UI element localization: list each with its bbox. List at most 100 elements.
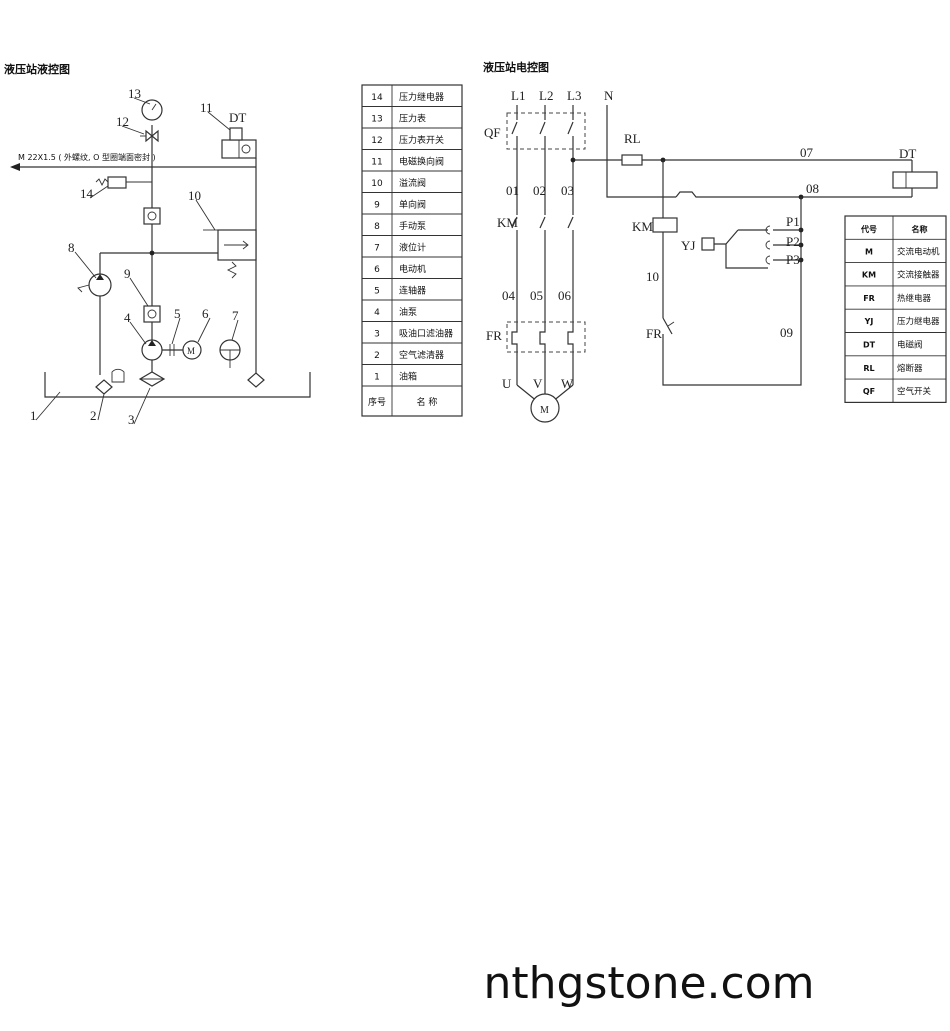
legend-row-name: 电磁阀 [897, 340, 923, 351]
svg-text:M: M [187, 346, 195, 356]
parts-row-name: 溢流阀 [399, 177, 426, 189]
legend-row-code: DT [863, 341, 876, 350]
parts-row-no: 4 [374, 308, 380, 318]
callout-6: 6 [202, 306, 209, 321]
parts-row-name: 电动机 [399, 263, 426, 275]
callout-1: 1 [30, 408, 37, 423]
terminal-u: U [502, 376, 512, 391]
contact-p1: P1 [786, 214, 800, 229]
pressure-contacts-icon [765, 225, 771, 265]
hydraulic-diagram: 液压站液控图 M 22X1.5 ( 外螺纹, O 型圈端面密封 ) DT [4, 62, 311, 427]
wire-04: 04 [502, 288, 516, 303]
qf-breaker-box [506, 112, 586, 150]
pressure-relay-icon [107, 176, 127, 189]
electrical-diagram: 液压站电控图 L1 L2 L3 N [483, 60, 938, 423]
parts-table-frame [361, 84, 463, 417]
legend-row-name: 熔断器 [897, 363, 923, 374]
parts-row-name: 吸油口滤油器 [399, 328, 453, 340]
callout-3: 3 [128, 412, 135, 427]
wire-10: 10 [646, 269, 659, 284]
legend-row-name: 热继电器 [897, 293, 932, 304]
callout-12: 12 [116, 114, 129, 129]
legend-row-code: QF [863, 387, 875, 396]
callout-11: 11 [200, 100, 213, 115]
callout-9: 9 [124, 266, 131, 281]
wire-01: 01 [506, 183, 519, 198]
legend-row-name: 压力继电器 [897, 316, 940, 327]
wire-03: 03 [561, 183, 574, 198]
parts-row-no: 5 [374, 287, 380, 297]
pressure-relay-yj-icon [701, 237, 715, 251]
legend-row-name: 交流电动机 [897, 246, 940, 257]
solenoid-dt-label: DT [229, 110, 246, 125]
fuse-rl-label: RL [624, 131, 641, 146]
watermark-text: nthgstone.com [483, 958, 815, 1009]
callout-4: 4 [124, 310, 131, 325]
callout-labels: 13 12 11 14 10 8 9 4 5 6 7 1 2 3 [30, 86, 239, 427]
legend-row-code: RL [863, 364, 874, 373]
wire-09: 09 [780, 325, 793, 340]
legend-row-code: KM [862, 271, 876, 280]
parts-footer-name: 名 称 [417, 396, 438, 408]
watermark-website: nthgstone.com [0, 958, 950, 1009]
terminal-v: V [533, 376, 543, 391]
fuse-rl-icon [621, 154, 643, 166]
callout-13: 13 [128, 86, 141, 101]
parts-row-name: 电磁换向阀 [399, 156, 444, 168]
wire-06: 06 [558, 288, 572, 303]
callout-10: 10 [188, 188, 201, 203]
contact-p2: P2 [786, 234, 800, 249]
parts-row-name: 空气滤清器 [399, 349, 444, 361]
parts-row-no: 14 [371, 93, 383, 103]
contact-p3: P3 [786, 252, 800, 267]
parts-row-name: 压力继电器 [399, 91, 444, 103]
km-contactor-label: KM [497, 215, 518, 230]
motor-label: M [540, 405, 549, 416]
control-circuit [570, 105, 938, 386]
phase-l3: L3 [567, 88, 581, 103]
km-coil-label: KM [632, 219, 653, 234]
oil-tank [44, 372, 311, 398]
parts-row-name: 压力表开关 [399, 134, 444, 146]
parts-row-no: 6 [374, 265, 380, 275]
hydraulic-title: 液压站液控图 [4, 62, 70, 76]
terminal-w: W [561, 376, 574, 391]
parts-row-no: 13 [371, 115, 382, 125]
km-coil-icon [652, 217, 678, 233]
legend-row-code: YJ [864, 317, 874, 326]
qf-label: QF [484, 125, 501, 140]
gauge-switch-icon [145, 129, 159, 143]
parts-row-no: 7 [374, 244, 380, 254]
fr-label: FR [486, 328, 502, 343]
motor-icon [182, 340, 202, 360]
phase-n: N [604, 88, 614, 103]
electrical-title: 液压站电控图 [483, 60, 549, 74]
parts-row-name: 油箱 [399, 371, 417, 383]
callout-7: 7 [232, 308, 239, 323]
parts-row-name: 压力表 [399, 113, 426, 125]
legend-row-name: 交流接触器 [897, 270, 940, 281]
parts-row-no: 1 [374, 373, 380, 383]
callout-5: 5 [174, 306, 181, 321]
parts-row-no: 8 [374, 222, 380, 232]
motor-icon [530, 393, 560, 423]
legend-row-code: M [865, 247, 873, 256]
parts-footer-no: 序号 [368, 396, 386, 408]
solenoid-coil-icon [229, 127, 243, 141]
parts-row-name: 液位计 [399, 242, 426, 254]
legend-row-code: FR [863, 294, 875, 303]
phase-lines [511, 105, 574, 423]
wire-07: 07 [800, 145, 814, 160]
parts-row-name: 手动泵 [399, 220, 426, 232]
port-arrow-icon [10, 163, 20, 171]
parts-row-no: 3 [374, 330, 380, 340]
check-valve-lower-icon [143, 305, 161, 323]
yj-label: YJ [681, 238, 695, 253]
parts-row-name: 单向阀 [399, 199, 426, 211]
parts-row-no: 2 [374, 351, 380, 361]
check-valve-upper-icon [143, 207, 161, 225]
parts-row-name: 连轴器 [399, 285, 426, 297]
